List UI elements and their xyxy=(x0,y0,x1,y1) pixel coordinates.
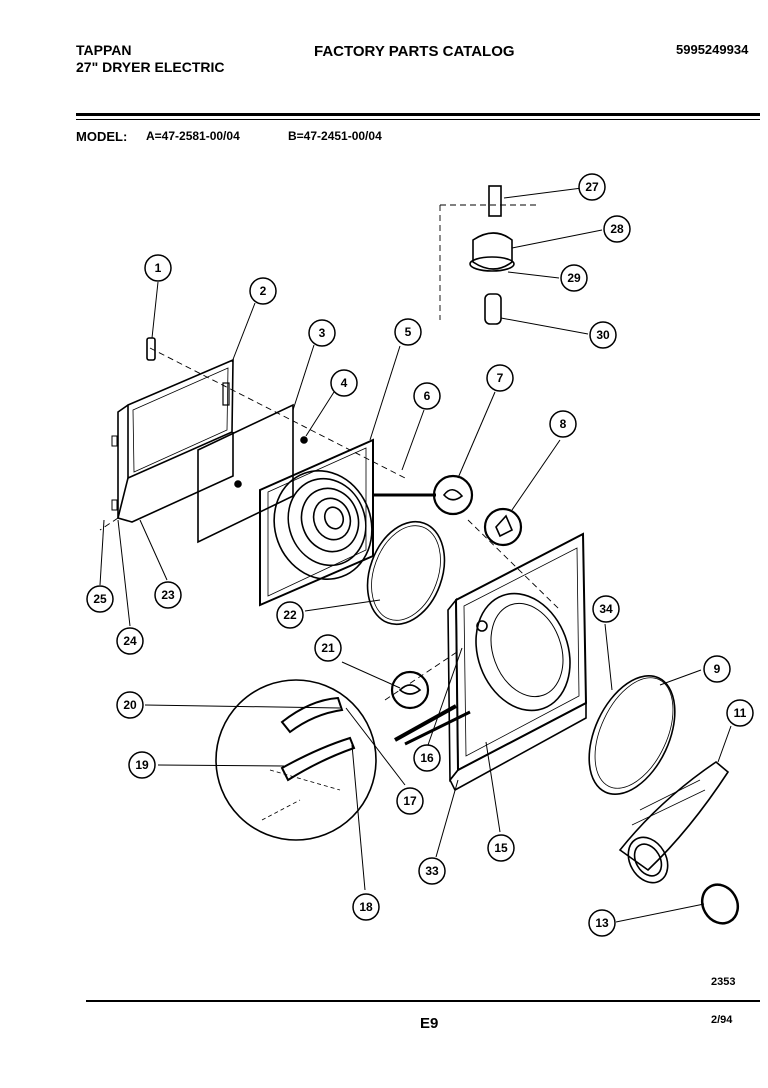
brand-name: TAPPAN xyxy=(76,42,132,58)
svg-text:3: 3 xyxy=(319,326,326,340)
duct-cap xyxy=(700,883,740,925)
front-panel xyxy=(447,532,588,792)
svg-text:34: 34 xyxy=(599,602,613,616)
air-duct xyxy=(618,760,730,884)
svg-text:13: 13 xyxy=(595,916,609,930)
callout-2: 2 xyxy=(249,277,277,305)
svg-text:7: 7 xyxy=(497,371,504,385)
catalog-title: FACTORY PARTS CATALOG xyxy=(314,43,515,60)
catalog-part-number: 5995249934 xyxy=(676,42,749,57)
svg-text:19: 19 xyxy=(135,758,149,772)
product-name: 27" DRYER ELECTRIC xyxy=(76,59,225,75)
callout-34: 34 xyxy=(592,595,620,623)
lamp-socket-callout-circle xyxy=(483,507,523,547)
svg-text:30: 30 xyxy=(596,328,610,342)
svg-text:15: 15 xyxy=(494,841,508,855)
model-a-number: A=47-2581-00/04 xyxy=(146,129,240,143)
callout-21: 21 xyxy=(314,634,342,662)
svg-text:21: 21 xyxy=(321,641,335,655)
detail-magnifier-circle xyxy=(215,679,377,841)
model-label: MODEL: xyxy=(76,129,128,144)
header-rule-thick xyxy=(76,113,760,116)
svg-text:1: 1 xyxy=(155,261,162,275)
svg-text:20: 20 xyxy=(123,698,137,712)
callout-20: 20 xyxy=(116,691,144,719)
door-seal-ring xyxy=(366,520,446,626)
svg-text:5: 5 xyxy=(405,325,412,339)
callout-7: 7 xyxy=(486,364,514,392)
svg-text:17: 17 xyxy=(403,794,417,808)
callout-3: 3 xyxy=(308,319,336,347)
callout-16: 16 xyxy=(413,744,441,772)
lamp-assembly xyxy=(469,185,515,325)
svg-text:2: 2 xyxy=(260,284,267,298)
callout-4: 4 xyxy=(330,369,358,397)
heater-duct-panel xyxy=(259,438,374,607)
svg-text:25: 25 xyxy=(93,592,107,606)
callout-23: 23 xyxy=(154,581,182,609)
callout-9: 9 xyxy=(703,655,731,683)
svg-text:29: 29 xyxy=(567,271,581,285)
latch-clip xyxy=(146,337,156,361)
svg-text:4: 4 xyxy=(341,376,348,390)
page-code: E9 xyxy=(420,1015,439,1032)
callout-18: 18 xyxy=(352,893,380,921)
front-seal-ring xyxy=(588,675,676,795)
svg-text:22: 22 xyxy=(283,608,297,622)
door-strike-callout-circle xyxy=(390,670,430,710)
callout-6: 6 xyxy=(413,382,441,410)
svg-text:11: 11 xyxy=(734,706,747,720)
callout-24: 24 xyxy=(116,627,144,655)
catalog-date: 2/94 xyxy=(711,1014,733,1026)
door-outer-panel xyxy=(111,358,234,523)
callout-25: 25 xyxy=(86,585,114,613)
callout-13: 13 xyxy=(588,909,616,937)
callout-33: 33 xyxy=(418,857,446,885)
screw-4 xyxy=(300,436,308,444)
diagram-number: 2353 xyxy=(711,976,736,988)
svg-text:24: 24 xyxy=(123,634,137,648)
callout-1: 1 xyxy=(144,254,172,282)
svg-text:18: 18 xyxy=(359,900,373,914)
header-rule-thin xyxy=(76,119,760,120)
callout-22: 22 xyxy=(276,601,304,629)
footer-rule xyxy=(86,1000,760,1002)
callout-5: 5 xyxy=(394,318,422,346)
callout-27: 27 xyxy=(578,173,606,201)
door-switch-callout-circle xyxy=(432,474,474,516)
callout-15: 15 xyxy=(487,834,515,862)
svg-text:27: 27 xyxy=(585,180,599,194)
door-inner-liner xyxy=(197,403,294,544)
callout-17: 17 xyxy=(396,787,424,815)
callout-29: 29 xyxy=(560,264,588,292)
svg-text:33: 33 xyxy=(425,864,439,878)
callout-19: 19 xyxy=(128,751,156,779)
svg-text:23: 23 xyxy=(161,588,175,602)
model-b-number: B=47-2451-00/04 xyxy=(288,129,382,143)
callout-11: 11 xyxy=(726,699,754,727)
callout-30: 30 xyxy=(589,321,617,349)
svg-text:8: 8 xyxy=(560,417,567,431)
svg-text:6: 6 xyxy=(424,389,431,403)
svg-text:16: 16 xyxy=(420,751,434,765)
svg-text:9: 9 xyxy=(714,662,721,676)
svg-text:28: 28 xyxy=(610,222,624,236)
callout-8: 8 xyxy=(549,410,577,438)
callout-28: 28 xyxy=(603,215,631,243)
